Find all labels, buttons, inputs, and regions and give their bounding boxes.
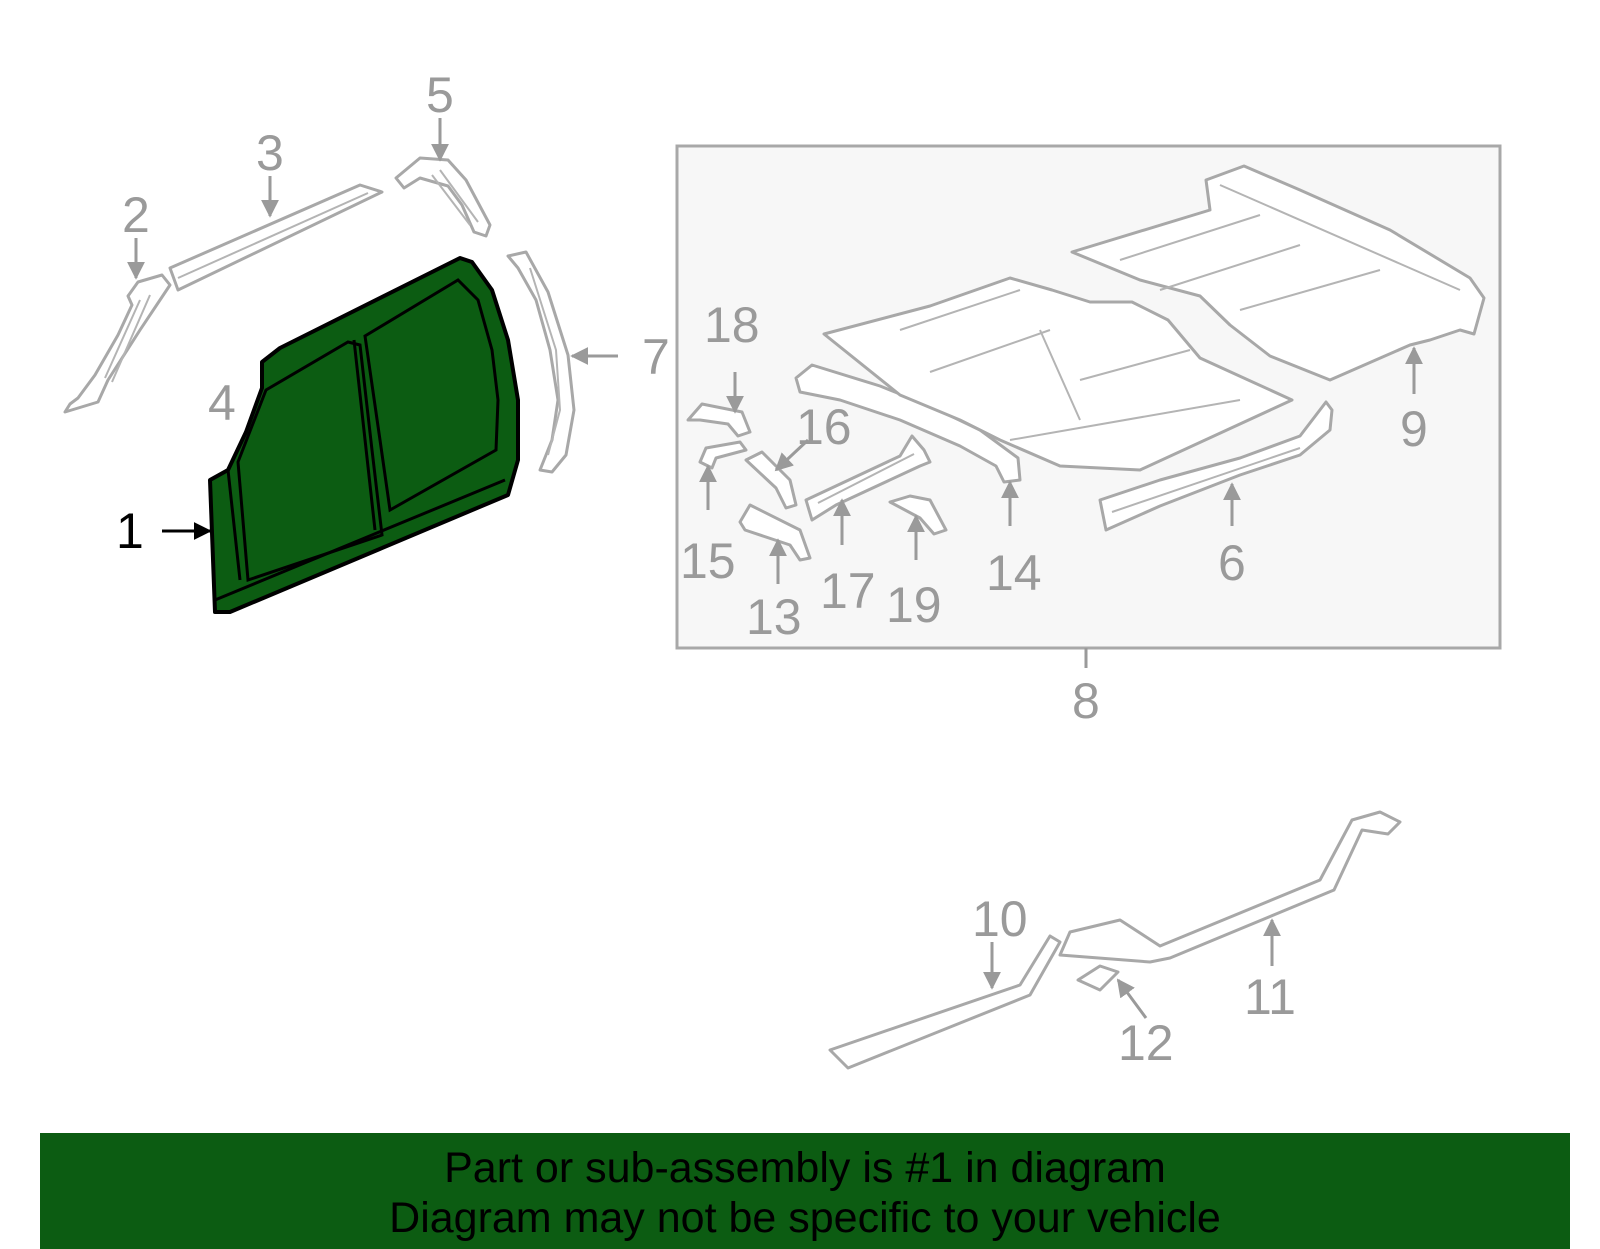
part-16-bracket[interactable] (744, 450, 798, 510)
callout-2[interactable]: 2 (122, 187, 150, 243)
callout-18[interactable]: 18 (704, 297, 760, 353)
part-11-rail[interactable] (1058, 810, 1402, 964)
part-9-rear-floor-pan[interactable] (1070, 164, 1486, 382)
callout-19[interactable]: 19 (886, 577, 942, 633)
callout-5[interactable]: 5 (426, 67, 454, 123)
callout-8[interactable]: 8 (1072, 673, 1100, 729)
part-12-bracket[interactable] (1076, 964, 1120, 992)
callout-12[interactable]: 12 (1118, 1015, 1174, 1071)
part-6-side-sill[interactable] (1098, 400, 1334, 532)
callout-17[interactable]: 17 (820, 563, 876, 619)
callout-15[interactable]: 15 (680, 533, 736, 589)
callout-14[interactable]: 14 (986, 545, 1042, 601)
callout-13[interactable]: 13 (746, 589, 802, 645)
parts-diagram: 1 2 3 4 5 6 7 8 9 10 11 12 13 14 15 16 1… (63, 67, 1502, 1071)
part-10-rail[interactable] (828, 934, 1062, 1070)
callout-6[interactable]: 6 (1218, 535, 1246, 591)
part-13-bracket[interactable] (738, 503, 812, 562)
callout-11[interactable]: 11 (1244, 969, 1296, 1025)
callout-9[interactable]: 9 (1400, 401, 1428, 457)
part-5-pillar-bracket[interactable] (394, 156, 492, 238)
callout-3[interactable]: 3 (256, 125, 284, 181)
callout-16[interactable]: 16 (796, 399, 852, 455)
callout-1[interactable]: 1 (116, 503, 144, 559)
part-3-roof-rail[interactable] (168, 183, 384, 292)
part-2-windshield-pillar[interactable] (63, 273, 172, 414)
part-7-rear-pillar[interactable] (506, 250, 576, 474)
banner-line-part-info: Part or sub-assembly is #1 in diagram (444, 1144, 1166, 1192)
banner-line-disclaimer: Diagram may not be specific to your vehi… (389, 1194, 1221, 1242)
part-8-front-floor-pan[interactable] (822, 276, 1294, 472)
part-1-side-panel[interactable] (208, 256, 520, 614)
callout-10[interactable]: 10 (972, 891, 1028, 947)
info-banner: Part or sub-assembly is #1 in diagram Di… (40, 1133, 1570, 1249)
callout-4[interactable]: 4 (208, 375, 236, 431)
callout-7[interactable]: 7 (642, 329, 670, 385)
